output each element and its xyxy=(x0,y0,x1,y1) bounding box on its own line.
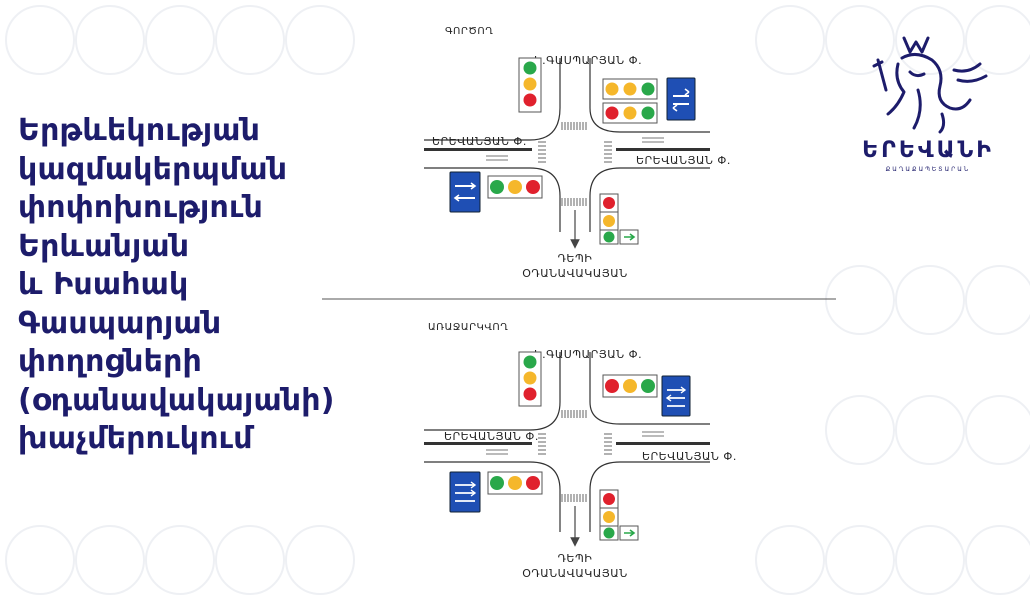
traffic-light-arrow-vertical xyxy=(599,489,639,541)
traffic-light-horizontal xyxy=(487,471,543,495)
crosswalk-stripes xyxy=(538,410,612,502)
section-label-proposed: ԱՌԱՋԱՐԿՎՈՂ xyxy=(428,322,508,333)
title-line: և Իսահակ xyxy=(18,267,189,302)
traffic-light-vertical xyxy=(518,351,542,407)
lane-sign-icon xyxy=(661,375,691,417)
lion-emblem-icon xyxy=(872,36,988,134)
diagram-current: ԳՈՐԾՈՂ Ի.ԳԱՍՊԱՐՅԱՆ Փ. ԵՐԵՎԱՆՅԱՆ Փ xyxy=(424,26,731,280)
roads xyxy=(424,58,710,232)
diagram-proposed: ԱՌԱՋԱՐԿՎՈՂ Ի.ԳԱՍՊԱՐՅԱՆ Փ. ԵՐԵՎԱՆՅԱՆ Փ. Ե… xyxy=(424,322,737,580)
roads xyxy=(424,352,710,532)
crosswalk-stripes xyxy=(538,122,612,206)
south-label-line1: ԴԵՊԻ xyxy=(558,252,593,265)
lane-sign-icon xyxy=(449,171,481,213)
south-label-line2: ՕԴԱՆԱՎԱԿԱՅԱՆ xyxy=(522,267,627,280)
north-street-label: Ի.ԳԱՍՊԱՐՅԱՆ Փ. xyxy=(534,54,642,67)
title-line: Գասպարյան xyxy=(18,305,222,341)
lane-arrows xyxy=(486,137,664,161)
title-line: կազմակերպման xyxy=(18,151,288,187)
south-label-line1: ԴԵՊԻ xyxy=(558,552,593,565)
west-street-label: ԵՐԵՎԱՆՅԱՆ Փ. xyxy=(432,135,527,148)
traffic-light-arrow-panel xyxy=(602,78,658,124)
median-east xyxy=(616,442,710,445)
page-title: Երթևեկության կազմակերպման փոփոխություն Ե… xyxy=(18,112,398,459)
title-line: Երթևեկության xyxy=(18,113,261,148)
lane-sign-icon xyxy=(666,77,696,121)
section-label-current: ԳՈՐԾՈՂ xyxy=(445,26,493,37)
lane-sign-icon xyxy=(449,471,481,513)
traffic-light-vertical xyxy=(518,57,542,113)
title-line: Երևանյան xyxy=(18,228,190,264)
lane-arrows xyxy=(486,431,664,455)
east-street-label: ԵՐԵՎԱՆՅԱՆ Փ. xyxy=(636,154,731,167)
south-label-line2: ՕԴԱՆԱՎԱԿԱՅԱՆ xyxy=(522,567,627,580)
traffic-light-arrow-vertical xyxy=(599,193,639,245)
logo-name: ԵՐԵՎԱՆԻ xyxy=(862,138,994,163)
title-line: խաչմերուկում xyxy=(18,421,253,456)
median-west xyxy=(424,442,532,445)
yerevan-municipality-logo: ԵՐԵՎԱՆԻ ՔԱՂԱՔԱՊԵՏԱՐԱՆ xyxy=(858,30,998,180)
title-line: (օդանավակայանի) xyxy=(18,382,335,418)
traffic-light-horizontal xyxy=(602,374,658,398)
title-line: փոփոխություն xyxy=(18,190,264,225)
logo-subtitle: ՔԱՂԱՔԱՊԵՏԱՐԱՆ xyxy=(885,166,971,173)
traffic-light-horizontal xyxy=(487,175,543,199)
median-west xyxy=(424,148,532,151)
north-street-label: Ի.ԳԱՍՊԱՐՅԱՆ Փ. xyxy=(534,348,642,361)
east-street-label: ԵՐԵՎԱՆՅԱՆ Փ. xyxy=(642,450,737,463)
median-east xyxy=(616,148,710,151)
title-line: փողոցների xyxy=(18,344,203,379)
west-street-label: ԵՐԵՎԱՆՅԱՆ Փ. xyxy=(444,430,539,443)
